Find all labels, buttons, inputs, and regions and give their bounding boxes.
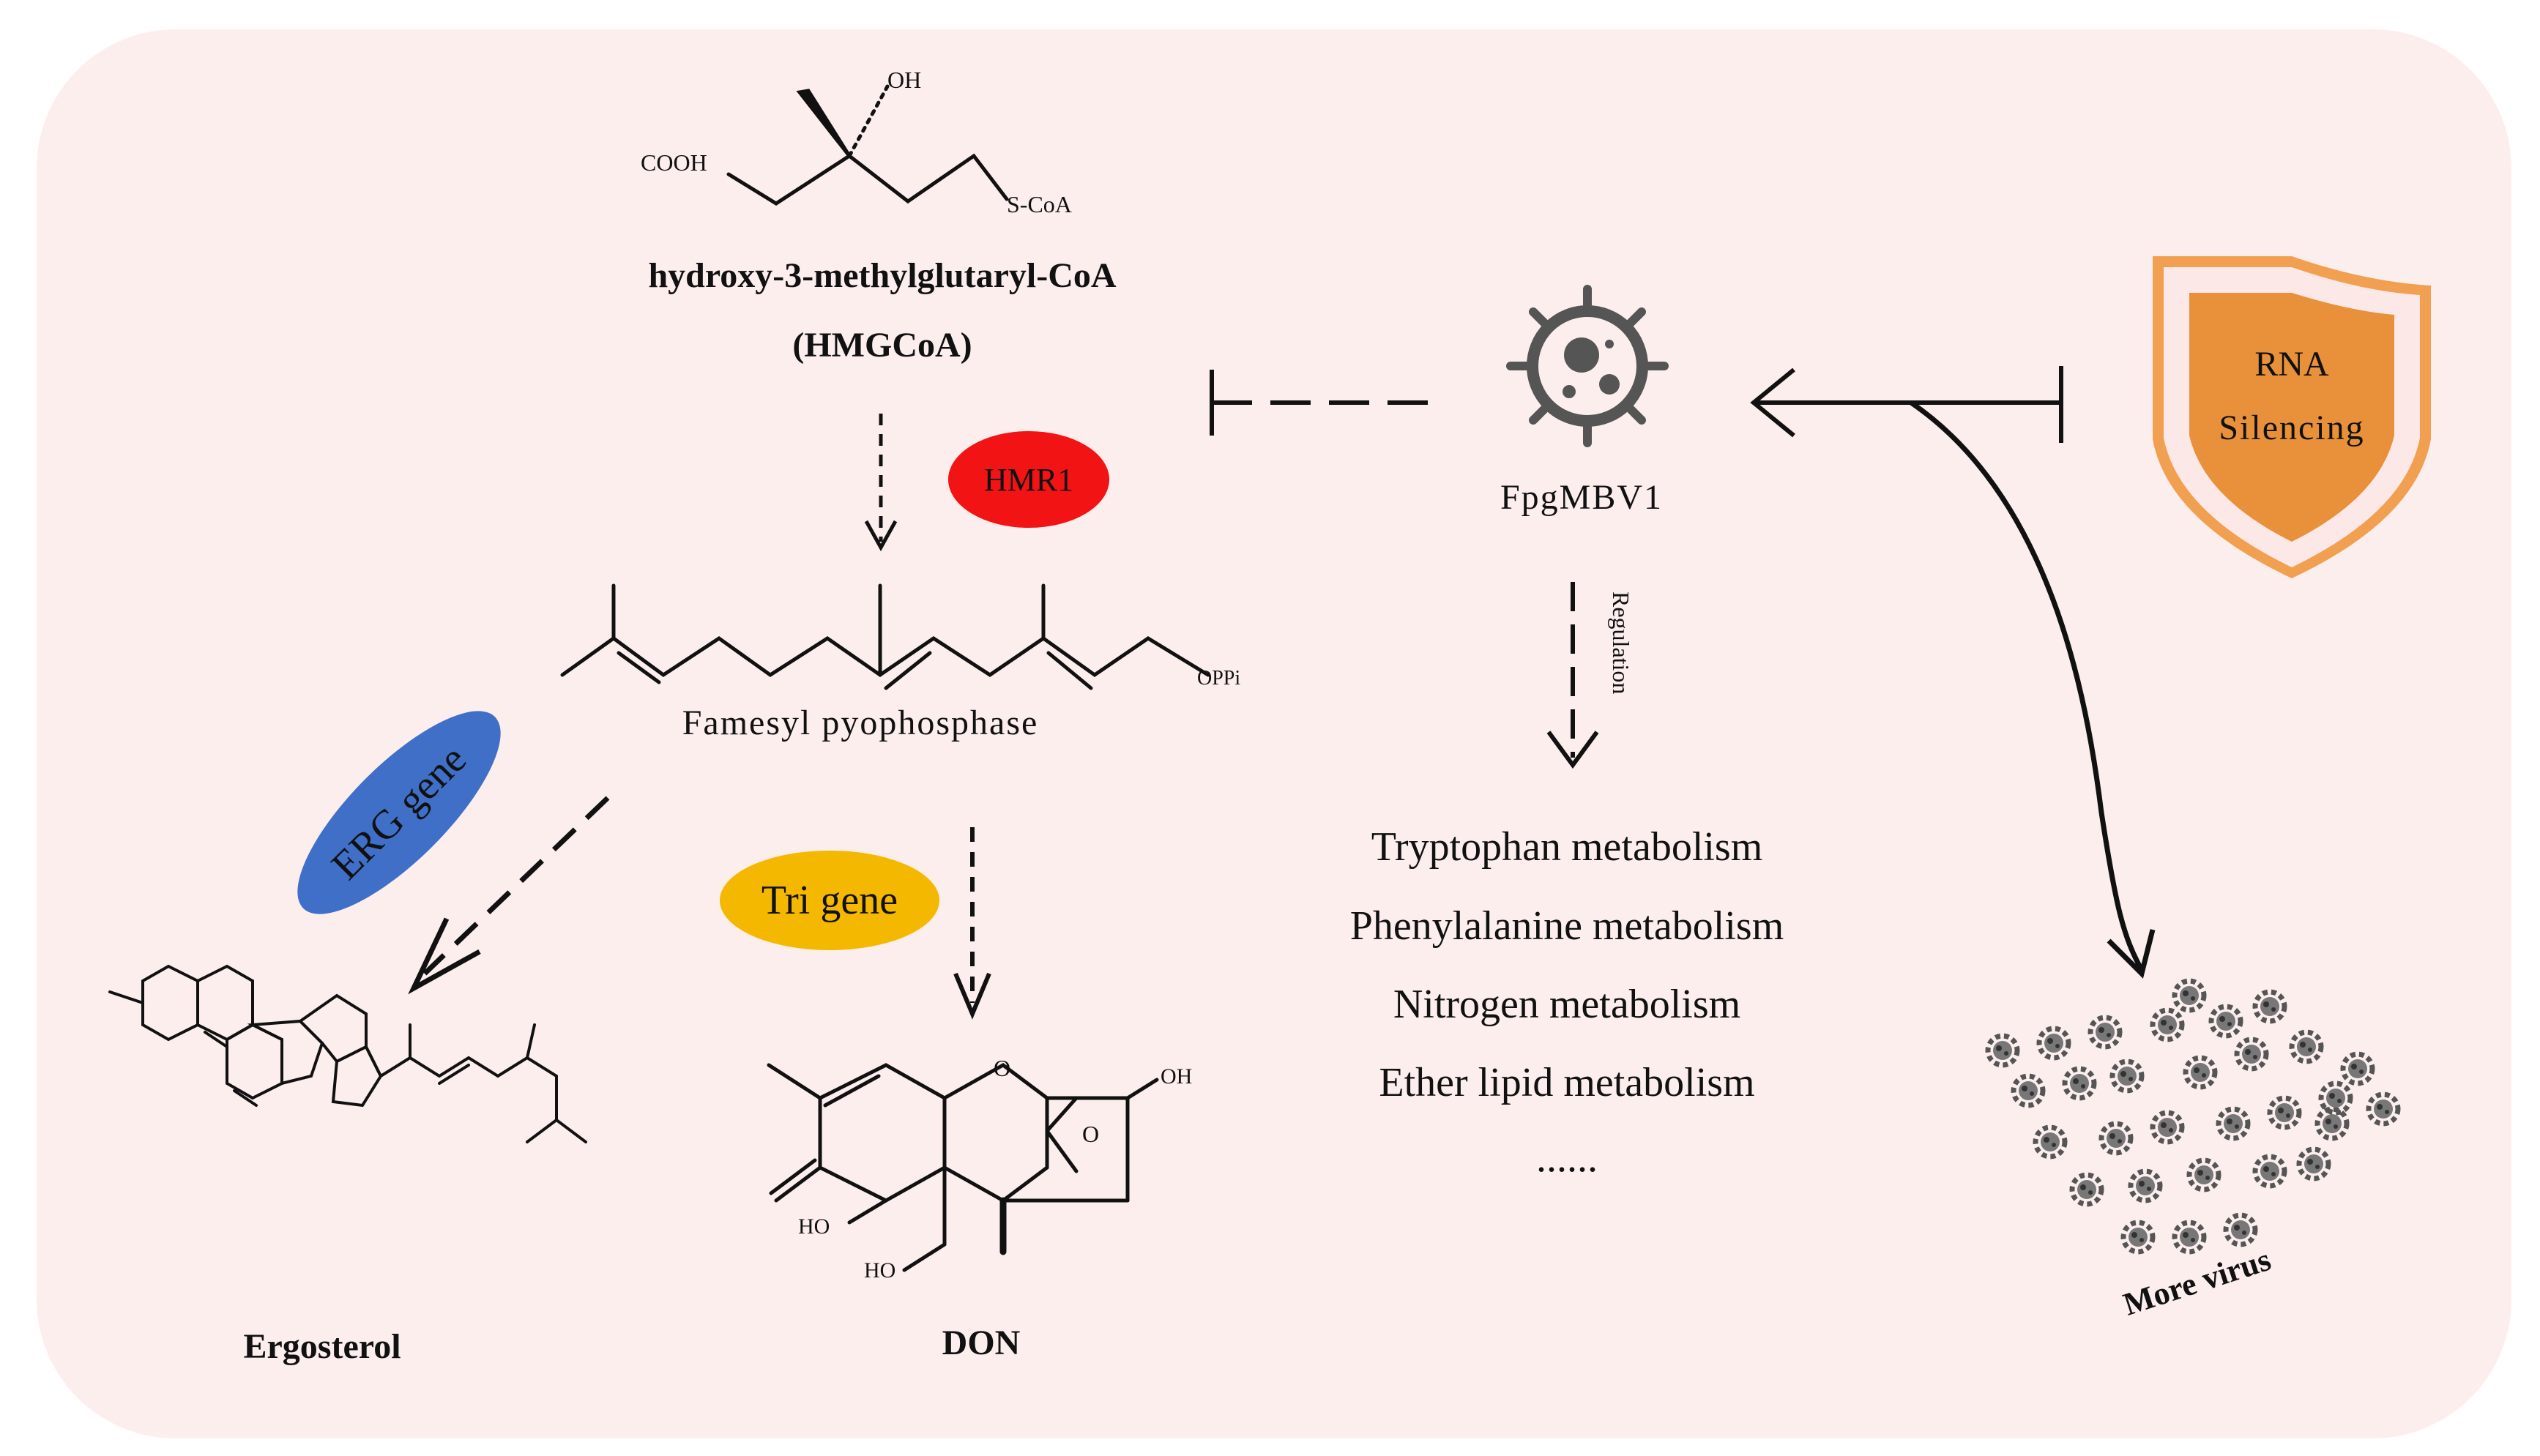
don-structure: [767, 1063, 1159, 1272]
hmgcoa-cooh-label: COOH: [641, 149, 707, 176]
don-name: DON: [942, 1324, 1021, 1362]
rna-silencing-shield: [2153, 256, 2431, 578]
metabolism-item-2: Phenylalanine metabolism: [1350, 903, 1784, 949]
don-ho2-label: HO: [864, 1258, 895, 1283]
hmr1-label: HMR1: [984, 462, 1073, 498]
arrow-fpp-to-don: [953, 827, 991, 1020]
don-ho-label: HO: [798, 1214, 830, 1239]
arrow-to-more-virus: [1910, 400, 2145, 971]
hmgcoa-structure: [726, 84, 1009, 206]
regulation-label: Regulation: [1608, 591, 1634, 694]
metabolism-item-1: Tryptophan metabolism: [1371, 824, 1763, 870]
hmgcoa-scoa-label: S-CoA: [1007, 191, 1072, 217]
fpp-structure: [560, 583, 1210, 690]
arrow-fpp-to-ergosterol: [408, 796, 610, 995]
shield-line2: Silencing: [2219, 408, 2364, 447]
fpp-name: Famesyl pyophosphase: [682, 703, 1039, 742]
hmgcoa-oh-label: OH: [887, 67, 921, 93]
shield-line1: RNA: [2254, 345, 2329, 384]
don-oh-label: OH: [1161, 1064, 1192, 1089]
ergosterol-structure: [108, 964, 587, 1143]
background-panel: [37, 29, 2511, 1438]
don-epoxide-o-label: O: [1082, 1121, 1099, 1147]
virus-name: FpgMBV1: [1500, 478, 1663, 517]
metabolism-item-3: Nitrogen metabolism: [1393, 982, 1740, 1027]
arrow-to-more-virus-head: [2107, 929, 2156, 979]
hmr1-ellipse: [948, 431, 1109, 528]
arrow-regulation: [1546, 582, 1599, 769]
metabolism-item-4: Ether lipid metabolism: [1379, 1060, 1754, 1105]
fpp-oppi-label: OPPi: [1197, 667, 1240, 690]
ergosterol-name: Ergosterol: [243, 1327, 401, 1366]
virus-icon: [1506, 285, 1669, 447]
hmgcoa-name: hydroxy-3-methylglutaryl-CoA: [648, 256, 1116, 295]
hmgcoa-abbr: (HMGCoA): [792, 326, 972, 365]
tri-gene-ellipse: [720, 851, 939, 950]
arrow-hmgcoa-to-fpp: [864, 414, 898, 552]
don-ring-o-label: O: [994, 1055, 1010, 1081]
tri-gene-label: Tri gene: [761, 878, 898, 923]
metabolism-list: Tryptophan metabolism Phenylalanine meta…: [1350, 824, 1784, 1181]
inhibition-virus-to-hmr1: [1210, 370, 1431, 436]
metabolism-item-5: ......: [1536, 1135, 1598, 1181]
silencing-inhibition: [1750, 366, 2063, 443]
